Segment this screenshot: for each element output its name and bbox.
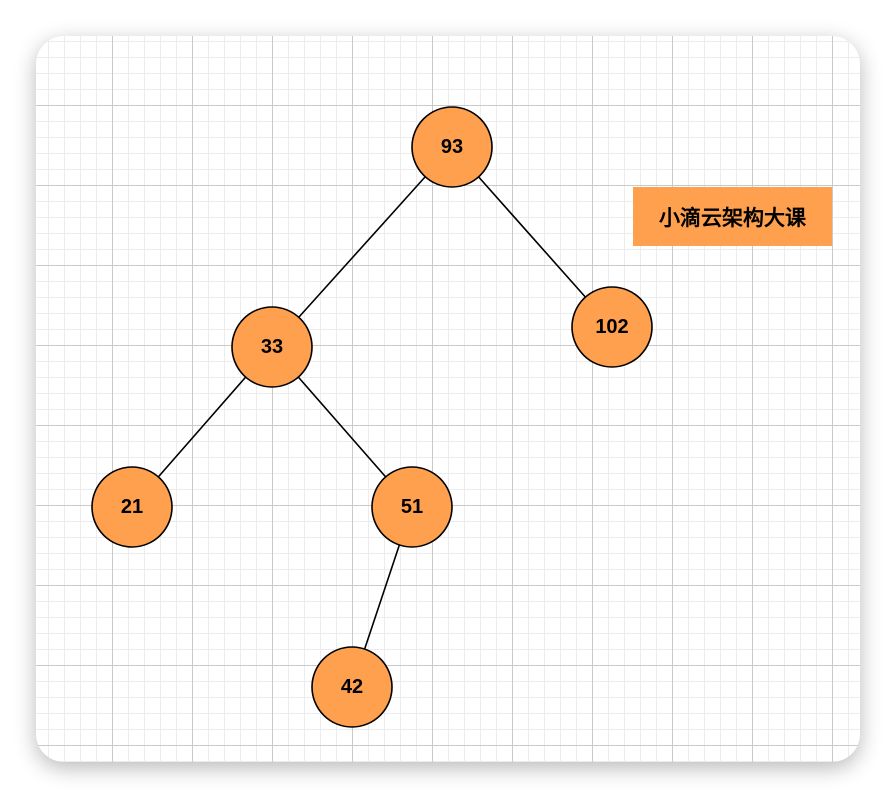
node-label: 42: [341, 676, 363, 698]
brand-label: 小滴云架构大课: [633, 187, 832, 246]
tree-node-102: 102: [571, 286, 653, 368]
edge-n93-n102: [477, 176, 587, 298]
brand-label-text: 小滴云架构大课: [659, 205, 806, 230]
node-label: 51: [401, 496, 423, 518]
nodes-layer: 93 33 102 21 51 42: [91, 106, 653, 728]
node-circle: [231, 306, 313, 388]
node-label: 21: [121, 496, 143, 518]
edge-n33-n51: [297, 376, 387, 478]
node-circle: [371, 466, 453, 548]
tree-node-33: 33: [231, 306, 313, 388]
tree-node-51: 51: [371, 466, 453, 548]
node-circle: [91, 466, 173, 548]
edge-n33-n21: [157, 376, 247, 478]
node-circle: [311, 646, 393, 728]
tree-node-42: 42: [311, 646, 393, 728]
edge-n51-n42: [363, 544, 401, 650]
tree-node-93: 93: [411, 106, 493, 188]
node-label: 33: [261, 336, 283, 358]
edges-layer: [157, 176, 587, 650]
node-label: 93: [441, 136, 463, 158]
node-circle: [571, 286, 653, 368]
node-label: 102: [595, 316, 628, 338]
node-circle: [411, 106, 493, 188]
tree-node-21: 21: [91, 466, 173, 548]
edge-n93-n33: [298, 176, 426, 318]
